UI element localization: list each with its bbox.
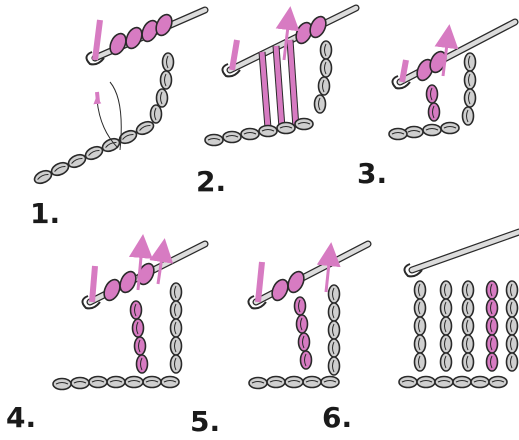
step-label-6: 6. bbox=[322, 404, 352, 432]
step-label-1: 1. bbox=[30, 200, 60, 228]
panel-7 bbox=[399, 232, 519, 388]
step-label-5: 5. bbox=[190, 408, 220, 436]
step-label-4: 4. bbox=[6, 404, 36, 432]
panel-6 bbox=[248, 244, 368, 389]
step-label-2: 2. bbox=[196, 168, 226, 196]
panel-3 bbox=[389, 22, 515, 140]
panel-4-5 bbox=[53, 244, 205, 390]
panel-1 bbox=[33, 10, 205, 186]
panel-2 bbox=[205, 8, 356, 146]
step-label-3: 3. bbox=[357, 160, 387, 188]
